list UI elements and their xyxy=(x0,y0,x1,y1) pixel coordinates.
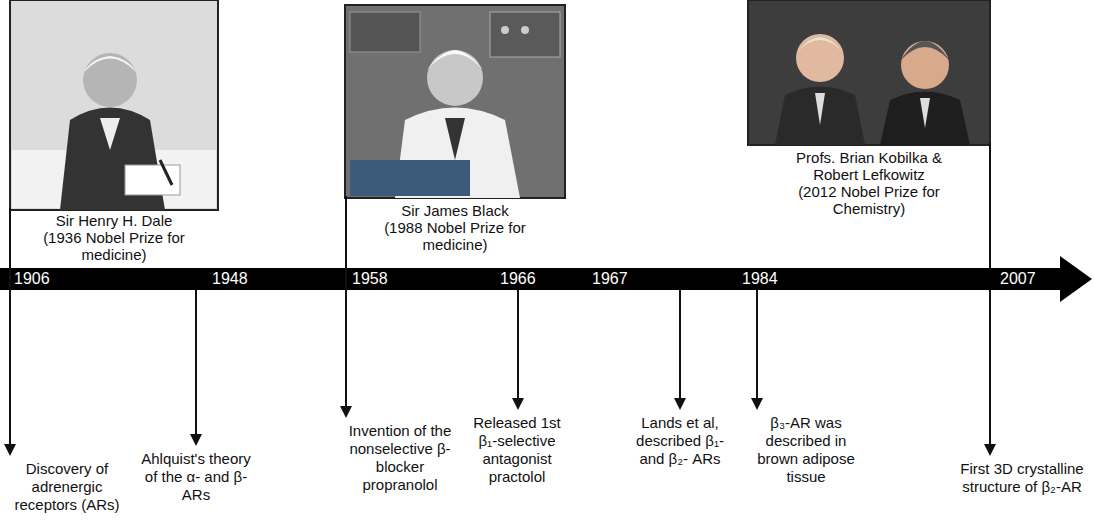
event-label: Lands et al, described β₁- and β₂- ARs xyxy=(630,414,730,468)
event-arrow xyxy=(4,143,996,456)
portrait-panel: Sir Henry H. Dale(1936 Nobel Prize for m… xyxy=(10,0,218,263)
year-label: 1966 xyxy=(500,269,536,289)
event-label: Discovery of adrenergic receptors (ARs) xyxy=(3,460,131,514)
year-label: 1958 xyxy=(352,269,388,289)
portrait-panel: Profs. Brian Kobilka & Robert Lefkowitz(… xyxy=(748,0,990,217)
caption-text: Sir James Black xyxy=(363,202,547,219)
caption-text: Sir Henry H. Dale xyxy=(22,212,206,229)
year-label: 1948 xyxy=(212,269,248,289)
event-label: Released 1st β₁-selective antagonist pra… xyxy=(462,414,572,486)
timeline-bar xyxy=(0,256,1092,302)
year-label: 2007 xyxy=(1000,269,1036,289)
portrait-photo xyxy=(748,0,990,145)
year-label: 1967 xyxy=(592,269,628,289)
caption-text: (1936 Nobel Prize for medicine) xyxy=(22,229,206,263)
caption-text: (1988 Nobel Prize for medicine) xyxy=(363,219,547,253)
year-label: 1984 xyxy=(742,269,778,289)
caption-text: (2012 Nobel Prize for Chemistry) xyxy=(777,183,961,217)
portrait-panel: Sir James Black(1988 Nobel Prize for med… xyxy=(345,5,565,253)
portrait-photo xyxy=(345,5,565,198)
portrait-photo xyxy=(10,0,218,210)
event-label: β₃-AR was described in brown adipose tis… xyxy=(747,414,865,486)
event-label: Ahlquist's theory of the α- and β-ARs xyxy=(136,450,256,504)
year-label: 1906 xyxy=(14,269,50,289)
event-label: Invention of the nonselective β- blocker… xyxy=(338,422,463,494)
caption-text: Profs. Brian Kobilka & Robert Lefkowitz xyxy=(777,149,961,183)
event-label: First 3D crystalline structure of β₂-AR xyxy=(957,460,1087,496)
